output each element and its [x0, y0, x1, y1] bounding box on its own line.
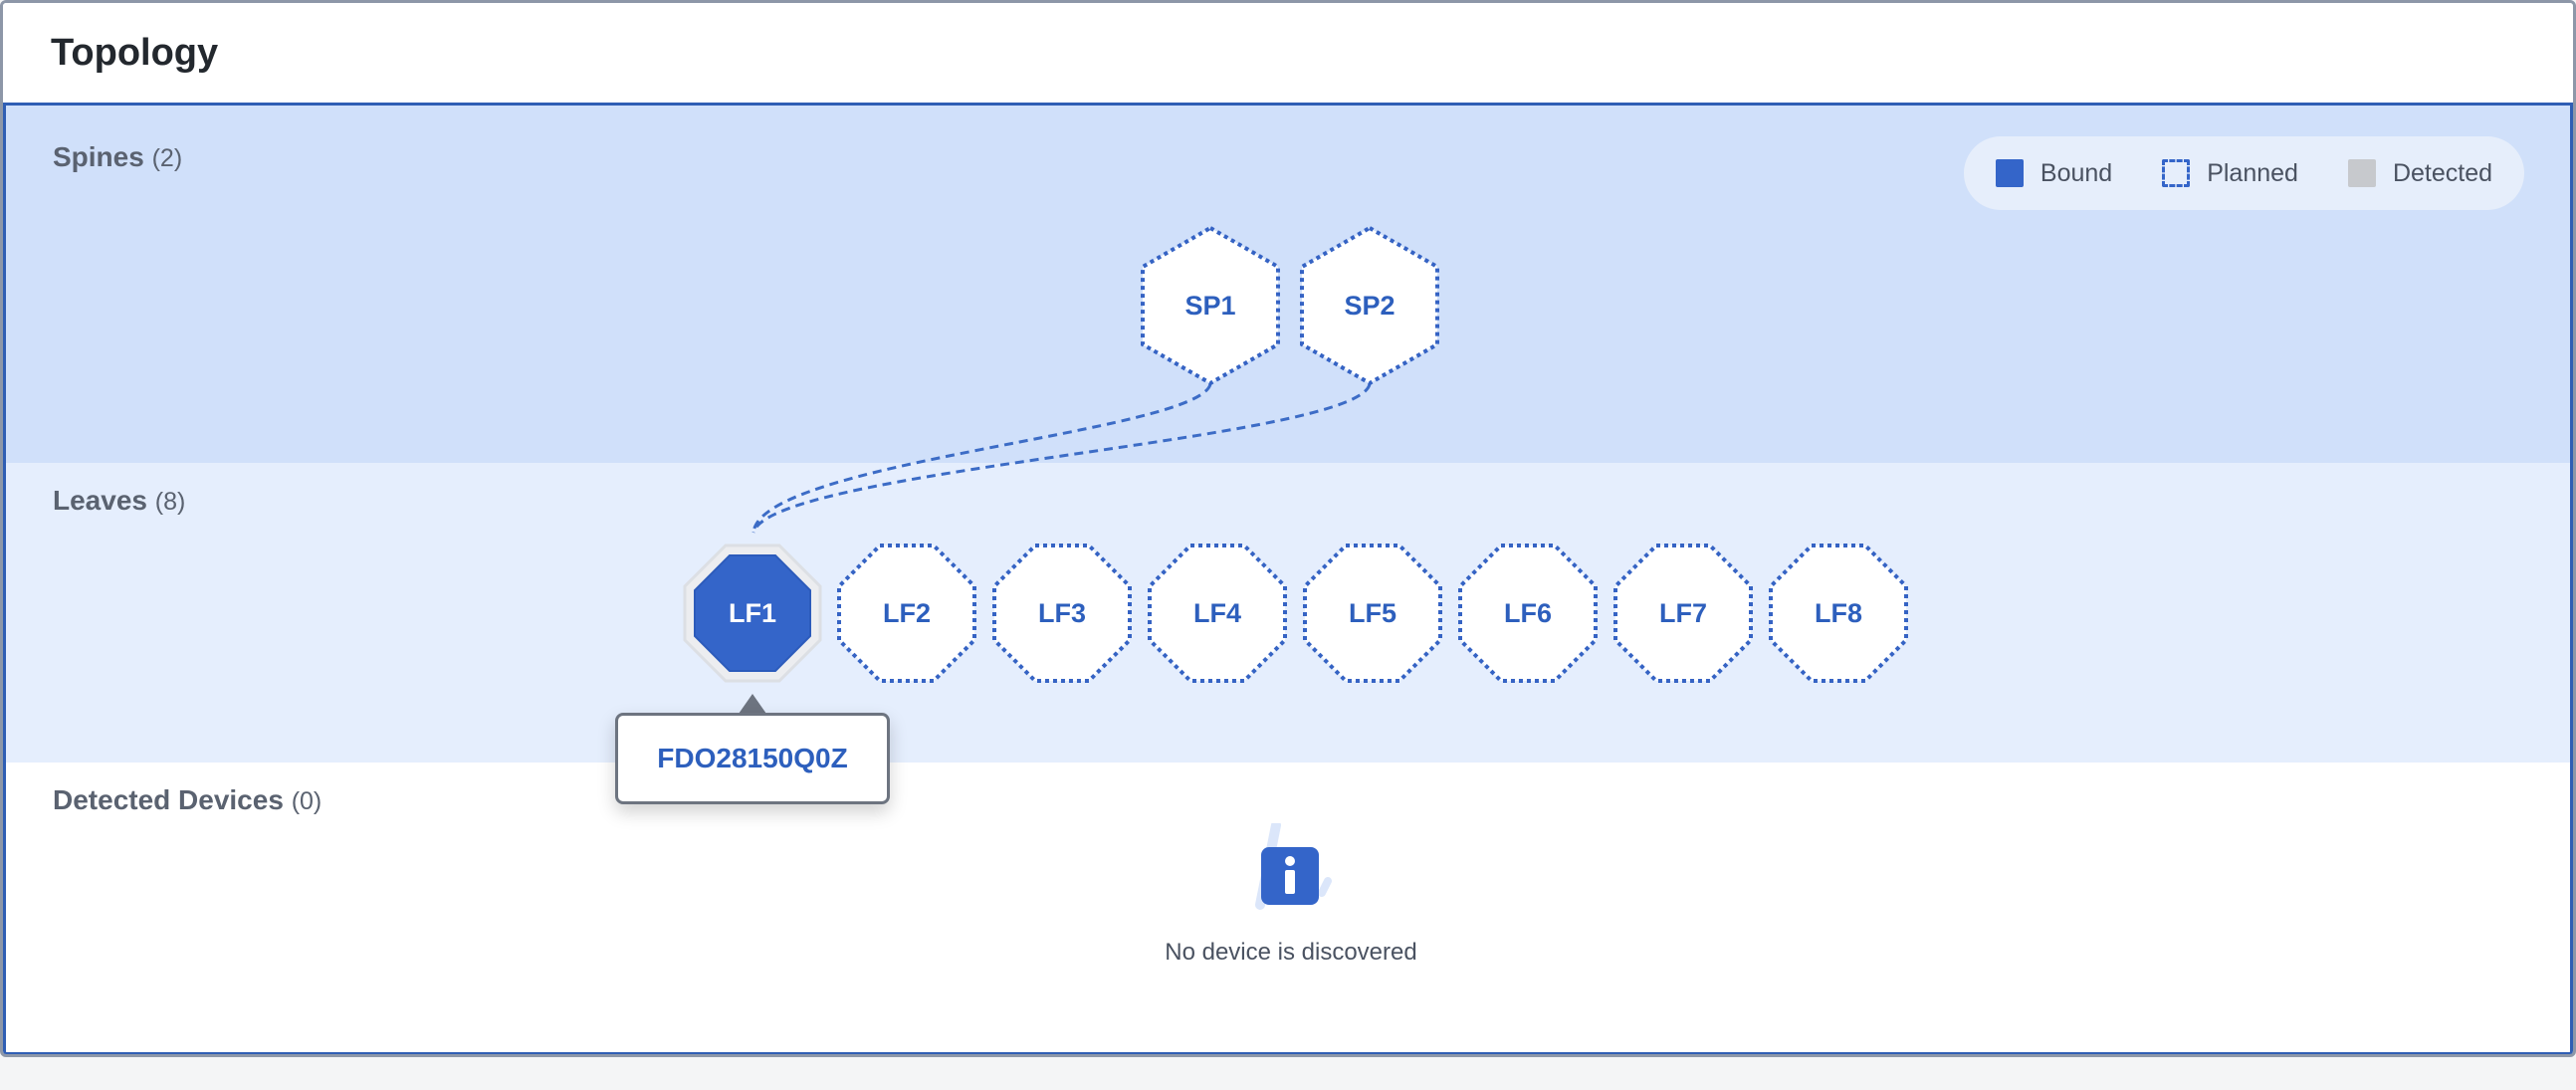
octagon-icon — [992, 544, 1132, 683]
leaves-count: (8) — [154, 488, 186, 516]
spine-node-label: SP1 — [1184, 290, 1236, 321]
info-icon — [1255, 823, 1332, 910]
leaf-node-lf6[interactable]: LF6 — [1458, 544, 1598, 683]
legend-label-planned: Planned — [2207, 158, 2298, 187]
legend-label-detected: Detected — [2392, 158, 2492, 187]
detected-label: Detected Devices — [53, 784, 284, 815]
detected-section-label: Detected Devices (0) — [53, 784, 322, 816]
card-header: Topology — [3, 3, 2573, 103]
octagon-icon — [1613, 544, 1753, 683]
leaves-section-label: Leaves (8) — [53, 485, 185, 517]
leaf-node-lf5[interactable]: LF5 — [1303, 544, 1442, 683]
spines-count: (2) — [151, 144, 183, 172]
octagon-icon — [837, 544, 976, 683]
leaf-node-label: LF2 — [882, 597, 931, 628]
leaf-node-lf7[interactable]: LF7 — [1613, 544, 1753, 683]
detected-count: (0) — [291, 787, 322, 815]
tooltip-arrow — [739, 694, 766, 714]
leaf-node-lf2[interactable]: LF2 — [837, 544, 976, 683]
octagon-icon — [1769, 544, 1908, 683]
leaves-label: Leaves — [53, 485, 147, 516]
leaf-node-label: LF5 — [1348, 597, 1396, 628]
hexagon-icon — [1141, 225, 1280, 386]
planned-swatch-icon — [2162, 159, 2191, 187]
legend-item-bound: Bound — [1995, 158, 2113, 188]
detected-band: Detected Devices (0) — [6, 763, 2570, 1052]
legend: Bound Planned Detected — [1963, 136, 2524, 210]
detected-swatch-icon — [2347, 159, 2376, 187]
empty-state-text: No device is discovered — [1165, 939, 1417, 966]
topology-canvas: Spines (2) Bound Planned Detected — [3, 103, 2573, 1054]
leaf-node-label: LF3 — [1037, 597, 1086, 628]
leaf-node-lf8[interactable]: LF8 — [1769, 544, 1908, 683]
spine-node-sp2[interactable]: SP2 — [1300, 225, 1439, 386]
octagon-icon — [683, 544, 822, 683]
leaves-band: Leaves (8) — [6, 463, 2570, 763]
legend-item-detected: Detected — [2347, 158, 2492, 188]
bound-swatch-icon — [1995, 159, 2024, 187]
octagon-icon — [1303, 544, 1442, 683]
leaf-node-lf4[interactable]: LF4 — [1148, 544, 1287, 683]
octagon-icon — [1148, 544, 1287, 683]
leaf-node-label: LF8 — [1814, 597, 1862, 628]
leaf-node-label: LF4 — [1192, 597, 1241, 628]
serial-number-tooltip: FDO28150Q0Z — [615, 713, 890, 804]
leaf-node-lf1[interactable]: LF1 — [683, 544, 822, 683]
spine-node-label: SP2 — [1344, 290, 1395, 321]
spines-band: Spines (2) Bound Planned Detected — [6, 106, 2570, 463]
hexagon-icon — [1300, 225, 1439, 386]
leaf-node-label: LF1 — [728, 597, 776, 628]
spines-label: Spines — [53, 141, 144, 172]
topology-card: Topology Spines (2) Bound Planned Detect… — [0, 0, 2576, 1057]
leaf-node-label: LF6 — [1503, 597, 1552, 628]
legend-item-planned: Planned — [2162, 159, 2298, 188]
leaf-node-label: LF7 — [1658, 597, 1707, 628]
spines-section-label: Spines (2) — [53, 141, 182, 173]
leaf-node-lf3[interactable]: LF3 — [992, 544, 1132, 683]
spine-node-sp1[interactable]: SP1 — [1141, 225, 1280, 386]
page-title: Topology — [51, 32, 219, 74]
octagon-icon — [1458, 544, 1598, 683]
legend-label-bound: Bound — [2039, 158, 2113, 187]
